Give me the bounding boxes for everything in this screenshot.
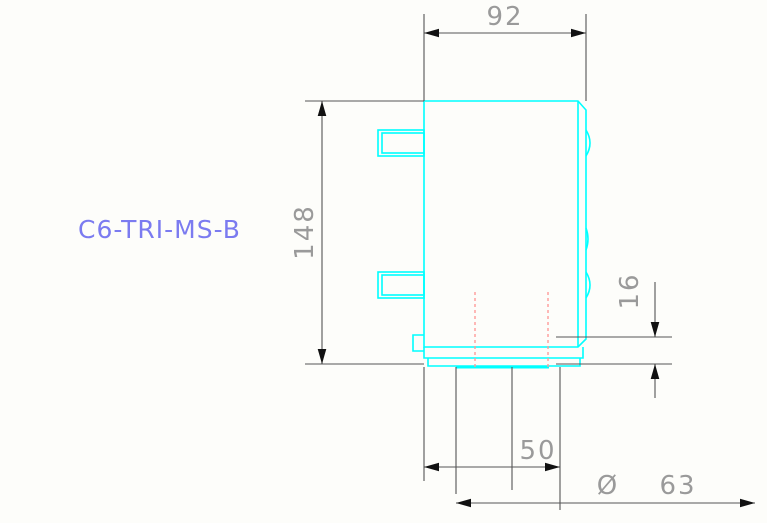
dimension-label-63: 63: [659, 471, 696, 501]
dimension-label-92: 92: [486, 2, 523, 32]
part-body-geometry: [377, 100, 591, 369]
mid-slot-icon: [585, 227, 589, 251]
dimension-label-50: 50: [519, 436, 556, 466]
upper-arc-icon: [585, 129, 591, 157]
dimension-thickness-right: [556, 282, 672, 398]
dimension-symbol-63: Ø: [597, 471, 619, 501]
part-label: C6-TRI-MS-B: [78, 215, 241, 244]
lower-left-tab: [377, 271, 425, 299]
bore-centerlines: [474, 292, 549, 370]
dimension-width-top: [423, 14, 587, 101]
upper-left-tab: [377, 129, 425, 157]
bottom-left-notch: [412, 334, 424, 352]
lower-arc-icon: [585, 271, 591, 299]
right-edge-arcs: [585, 129, 591, 299]
dimension-height-left: [305, 100, 424, 365]
dimension-width-bore: [423, 367, 561, 510]
dimension-label-16: 16: [615, 272, 645, 309]
dimension-label-148: 148: [290, 204, 320, 260]
